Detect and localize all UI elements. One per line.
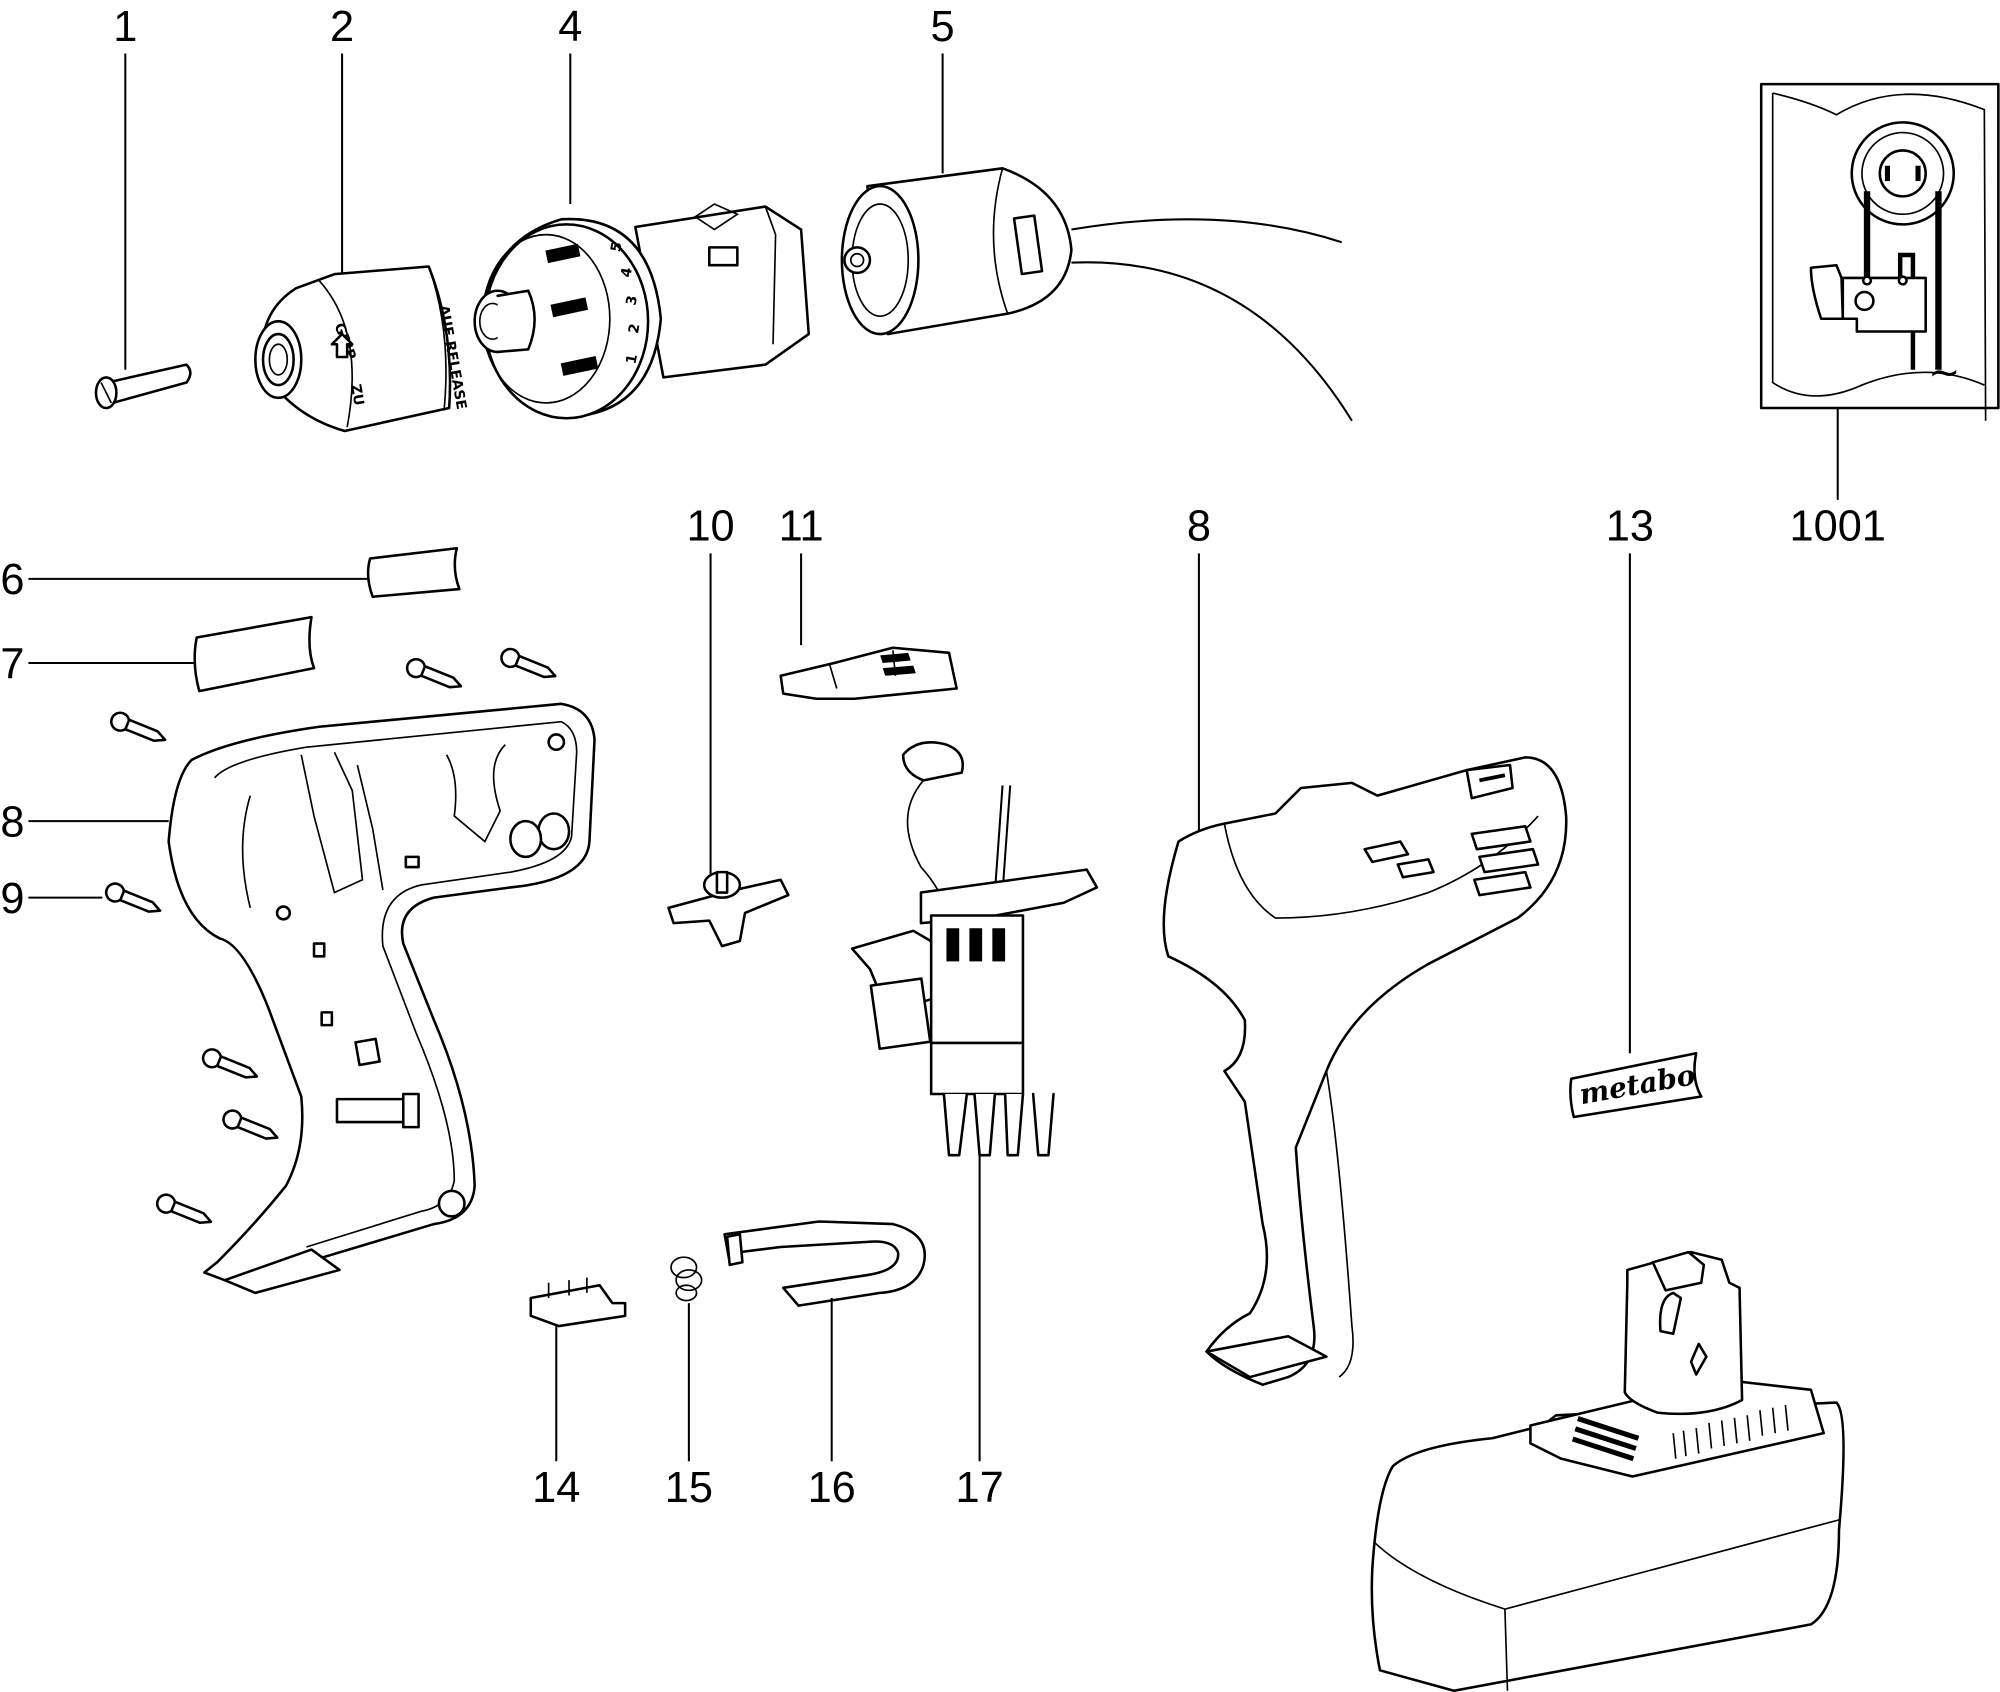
screw-icon [405,657,463,689]
callout-17: 17 [955,1464,1003,1512]
housing-half-right-part-8 [1162,756,1568,1386]
housing-screws [104,647,557,1224]
callout-1: 1 [113,3,137,370]
screw-part-1 [94,363,192,410]
battery-pack [1370,1250,1845,1692]
callout-5: 5 [931,3,955,174]
torque-setting-1: 1 [624,353,641,365]
screw-icon [222,1109,279,1140]
callout-2: 2 [330,3,354,273]
screw-icon [500,647,557,679]
callout-label-14: 14 [532,1464,580,1512]
torque-setting-4: 4 [618,266,635,279]
callout-6: 6 [0,556,371,604]
switch-part-17 [850,741,1099,1462]
gearbox-part-4: 1 2 3 4 5 [473,203,811,420]
callout-label-17: 17 [955,1464,1003,1512]
callout-label-1001: 1001 [1789,503,1885,551]
gear-selector-part-11 [779,646,958,701]
ac-symbol-text: ~ [1928,350,1960,395]
callout-4: 4 [558,3,582,205]
callout-label-15: 15 [665,1464,713,1512]
housing-half-left-part-8 [167,702,596,1295]
callout-label-16: 16 [808,1464,856,1512]
keyless-chuck-part-2: GRIP ZU AUF RELEASE [254,265,469,433]
callout-10: 10 [686,503,735,878]
arrow-icon [330,332,354,359]
torque-setting-2: 2 [626,322,643,334]
callout-label-11: 11 [779,503,824,551]
motor-part-5 [840,167,1353,422]
callout-label-8-left: 8 [0,798,24,846]
callout-label-2: 2 [330,3,354,51]
label-strip-part-7 [193,615,316,693]
wiring-diagram-part-1001: ~ [1759,82,2000,421]
spring-part-15 [670,1256,703,1462]
contact-holder-part-14 [529,1277,627,1328]
screw-icon [110,711,167,743]
direction-switch-part-10 [667,870,790,948]
vent-icon [1571,1416,1640,1462]
callout-8a: 8 [0,798,169,846]
callout-label-8-right: 8 [1187,503,1211,551]
callout-15: 15 [665,1464,713,1512]
callout-label-1: 1 [113,3,137,51]
torque-scale: 1 2 3 4 5 [608,241,643,366]
callout-label-4: 4 [558,3,582,51]
callout-label-7: 7 [0,640,24,688]
callout-7: 7 [0,640,197,688]
callout-label-5: 5 [931,3,955,51]
screw-icon [104,882,162,913]
torque-setting-3: 3 [624,294,641,306]
callout-8b: 8 [1187,503,1211,850]
callout-1001: 1001 [1789,408,1886,551]
screw-icon [201,1048,259,1079]
logo-plate-part-13: metabo [1569,1051,1703,1119]
callout-11: 11 [779,503,824,646]
screw-icon [155,1193,213,1224]
callout-label-9: 9 [0,875,24,923]
belt-hook-part-16 [723,1220,926,1462]
callout-9: 9 [0,875,103,923]
torque-setting-5: 5 [608,241,625,253]
callout-13: 13 [1606,503,1654,1054]
callout-16: 16 [808,1464,856,1512]
callout-label-13: 13 [1606,503,1654,551]
label-strip-part-6 [366,546,461,599]
callout-14: 14 [532,1326,580,1512]
callout-label-10: 10 [686,503,734,551]
chuck-close-text: ZU [347,383,366,407]
callout-label-6: 6 [0,556,24,604]
